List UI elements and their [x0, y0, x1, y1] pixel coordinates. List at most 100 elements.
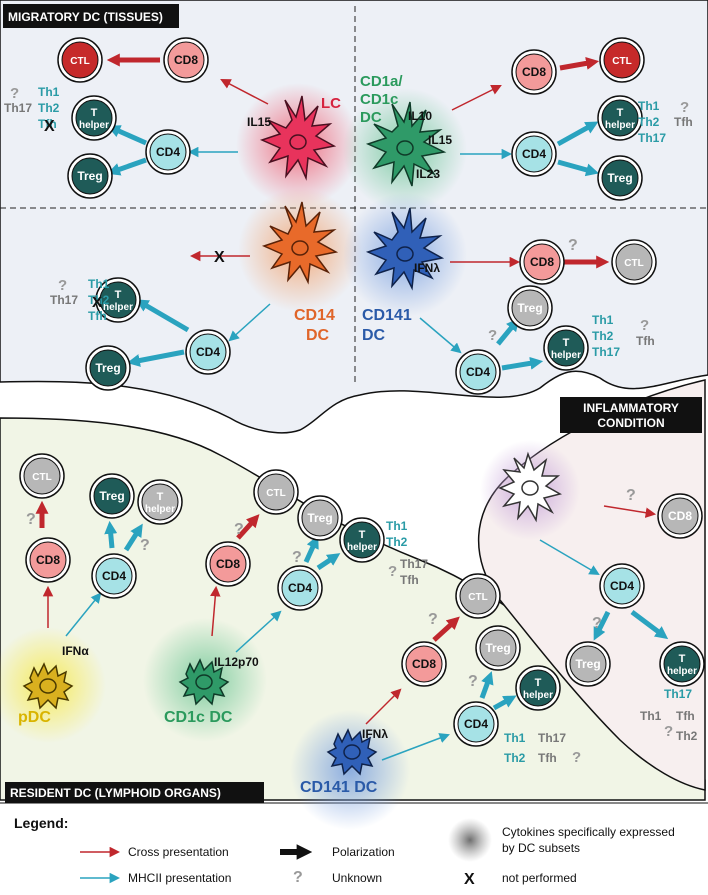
cd141-label-1: CD141 — [362, 307, 412, 324]
cd1a-label-2: CD1c — [360, 91, 398, 108]
dc-labels: LC CD1a/ CD1c DC CD14 DC CD141 DC pDC CD… — [18, 73, 412, 796]
inf-q-cd8: ? — [626, 487, 636, 504]
cell-body — [519, 669, 557, 707]
cell-body — [71, 157, 109, 195]
cd1a-th1: Th1 — [638, 99, 660, 113]
cd141r-ctl-cell: CTL — [455, 573, 501, 619]
cell-body — [459, 353, 497, 391]
cd141r-th2: Th2 — [504, 751, 526, 765]
cell-label-helper: helper — [103, 302, 133, 313]
cd1c-th1: Th1 — [386, 519, 408, 533]
cell-body — [459, 577, 497, 615]
cell-body — [523, 243, 561, 281]
cd1a-cd4-cell: CD4 — [511, 131, 557, 177]
cell-label: CD4 — [102, 569, 126, 583]
cd141r-cd8-cell: CD8 — [401, 641, 447, 687]
inf-th17: Th17 — [664, 687, 692, 701]
cell-body — [93, 477, 131, 515]
cell-body — [515, 135, 553, 173]
legend-title: Legend: — [14, 815, 68, 831]
cd1a-ctl-cell: CTL — [599, 37, 645, 83]
cell-label: CD8 — [36, 553, 60, 567]
cd141r-cd4-cell: CD4 — [453, 701, 499, 747]
cd141r-q-th: ? — [572, 749, 581, 766]
cell-body — [603, 567, 641, 605]
pdc-cd4-cell: CD4 — [91, 553, 137, 599]
legend-x-symbol: X — [464, 871, 475, 888]
inf-q-th: ? — [664, 723, 673, 740]
cell-label: Treg — [95, 361, 120, 375]
cell-body — [61, 41, 99, 79]
cd141-q-tfh: ? — [640, 317, 649, 334]
cd141-treg-cell: Treg — [507, 285, 553, 331]
cd1a-label-3: DC — [360, 109, 382, 126]
cd1c-q-th: ? — [388, 563, 397, 580]
pdc-q-cd4: ? — [140, 537, 150, 554]
legend-unknown: Unknown — [332, 871, 382, 885]
cell-label-helper: helper — [347, 542, 377, 553]
section-titles: MIGRATORY DC (TISSUES) RESIDENT DC (LYMP… — [3, 4, 702, 803]
cell-label-t: T — [91, 107, 98, 119]
cd14-th2: Th2 — [88, 293, 110, 307]
cd14-tfh: Tfh — [88, 309, 107, 323]
cell-body — [89, 349, 127, 387]
cd141-q-cd4: ? — [488, 327, 497, 344]
cell-label: CD8 — [216, 557, 240, 571]
lc-cd8-cell: CD8 — [163, 37, 209, 83]
cd141-q-cd8: ? — [568, 237, 578, 254]
inf-th2: Th2 — [676, 729, 698, 743]
cd141-res-ifnl: IFNλ — [362, 727, 388, 741]
cell-label-t: T — [679, 653, 686, 665]
pdc-q-cd8: ? — [26, 511, 36, 528]
pdc-ifna: IFNα — [62, 644, 89, 658]
cd141r-q-cd8: ? — [428, 611, 438, 628]
cell-body — [547, 329, 585, 367]
cd1a-label-1: CD1a/ — [360, 73, 403, 90]
cell-label: Treg — [575, 657, 600, 671]
cd1c-cd4-cell: CD4 — [277, 565, 323, 611]
cell-label-helper: helper — [605, 120, 635, 131]
cell-label: CD4 — [196, 345, 220, 359]
cd141r-q-cd4: ? — [468, 673, 478, 690]
cd1a-cd8-cell: CD8 — [511, 49, 557, 95]
pdc-cd8-cell: CD8 — [25, 537, 71, 583]
cell-label: CD8 — [522, 65, 546, 79]
inflammatory-cell — [498, 451, 562, 523]
lc-label: LC — [321, 95, 341, 112]
cell-body — [601, 99, 639, 137]
cd141r-th17: Th17 — [538, 731, 566, 745]
lc-x: X — [44, 118, 55, 135]
cell-label: CD4 — [464, 717, 488, 731]
cell-body — [569, 645, 607, 683]
lc-tfh: Tfh — [38, 117, 57, 131]
cd14-th1: Th1 — [88, 277, 110, 291]
cell-body — [603, 41, 641, 79]
cd1c-cd8-cell: CD8 — [205, 541, 251, 587]
lc-cd4-cell: CD4 — [145, 129, 191, 175]
cell-label: CD8 — [412, 657, 436, 671]
cd141-ifnl: IFNλ — [414, 261, 440, 275]
cd141-cell — [365, 207, 445, 291]
legend-cytokines-2: by DC subsets — [502, 841, 580, 855]
cell-body — [479, 629, 517, 667]
cell-body — [75, 99, 113, 137]
lc-cell — [259, 95, 337, 181]
cell-label-helper: helper — [79, 120, 109, 131]
cd1c-treg-cell: Treg — [297, 495, 343, 541]
cell-label: CTL — [266, 488, 285, 499]
cell-label-t: T — [617, 107, 624, 119]
cd14-cell — [261, 201, 339, 285]
dendritic-cells — [22, 95, 562, 776]
cd14-th17: Th17 — [50, 293, 78, 307]
cell-body — [141, 483, 179, 521]
pdc-cell — [22, 662, 74, 710]
cell-label-t: T — [359, 529, 366, 541]
